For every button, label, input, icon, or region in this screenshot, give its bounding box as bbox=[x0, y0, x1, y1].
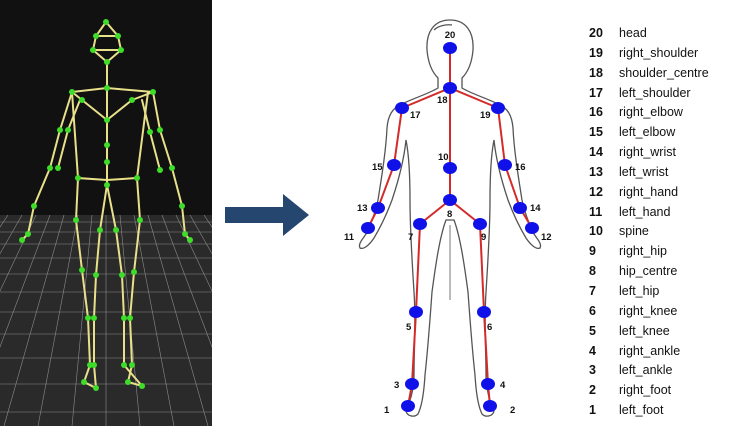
joint-label-9: 9 bbox=[481, 232, 486, 243]
legend-joint-name: right_foot bbox=[619, 381, 671, 401]
legend-joint-name: left_knee bbox=[619, 322, 670, 342]
legend-joint-name: head bbox=[619, 24, 647, 44]
joint-label-19: 19 bbox=[480, 110, 491, 121]
legend-joint-number: 12 bbox=[585, 183, 619, 203]
skeleton-render-panel bbox=[0, 0, 212, 426]
joint-label-13: 13 bbox=[357, 203, 368, 214]
legend-joint-number: 5 bbox=[585, 322, 619, 342]
joint-label-5: 5 bbox=[406, 322, 412, 333]
legend-joint-name: right_wrist bbox=[619, 143, 676, 163]
legend-joint-name: right_elbow bbox=[619, 103, 683, 123]
legend-joint-number: 19 bbox=[585, 44, 619, 64]
legend-joint-name: right_hip bbox=[619, 242, 667, 262]
joint-label-10: 10 bbox=[438, 152, 449, 163]
joint-label-12: 12 bbox=[541, 232, 552, 243]
legend-joint-number: 3 bbox=[585, 361, 619, 381]
legend-joint-name: left_shoulder bbox=[619, 84, 691, 104]
legend-joint-name: right_knee bbox=[619, 302, 677, 322]
legend-joint-name: right_hand bbox=[619, 183, 678, 203]
joint-label-11: 11 bbox=[344, 232, 355, 243]
legend-joint-name: left_ankle bbox=[619, 361, 673, 381]
legend-joint-number: 20 bbox=[585, 24, 619, 44]
joint-label-1: 1 bbox=[384, 405, 390, 416]
legend-joint-number: 9 bbox=[585, 242, 619, 262]
legend-joint-number: 8 bbox=[585, 262, 619, 282]
skeleton-render bbox=[0, 0, 212, 426]
legend-joint-name: left_elbow bbox=[619, 123, 675, 143]
right-arrow-icon bbox=[225, 190, 310, 240]
joint-label-3: 3 bbox=[394, 380, 399, 391]
joint-label-6: 6 bbox=[487, 322, 492, 333]
legend-joint-number: 6 bbox=[585, 302, 619, 322]
body-joint-diagram: 20 19 18 17 16 15 14 13 12 11 10 9 8 7 6… bbox=[330, 0, 570, 426]
legend-joint-name: spine bbox=[619, 222, 649, 242]
legend-joint-name: hip_centre bbox=[619, 262, 677, 282]
legend-joint-name: right_shoulder bbox=[619, 44, 698, 64]
joint-label-7: 7 bbox=[408, 232, 413, 243]
legend-joint-name: left_hip bbox=[619, 282, 659, 302]
legend-joint-name: right_ankle bbox=[619, 342, 680, 362]
joint-label-4: 4 bbox=[500, 380, 506, 391]
legend-joint-number: 11 bbox=[585, 203, 619, 223]
joint-label-14: 14 bbox=[530, 203, 541, 214]
joint-label-2: 2 bbox=[510, 405, 515, 416]
legend-joint-name: shoulder_centre bbox=[619, 64, 709, 84]
joint-label-8: 8 bbox=[447, 209, 452, 220]
legend-joint-number: 2 bbox=[585, 381, 619, 401]
legend-joint-number: 15 bbox=[585, 123, 619, 143]
joint-label-18: 18 bbox=[437, 95, 448, 106]
joint-label-16: 16 bbox=[515, 162, 526, 173]
legend-joint-name: left_hand bbox=[619, 203, 670, 223]
legend-joint-number: 4 bbox=[585, 342, 619, 362]
legend-joint-number: 7 bbox=[585, 282, 619, 302]
legend-joint-name: left_wrist bbox=[619, 163, 668, 183]
joint-label-17: 17 bbox=[410, 110, 421, 121]
legend-joint-number: 17 bbox=[585, 84, 619, 104]
joint-label-20: 20 bbox=[445, 30, 456, 41]
legend-joint-number: 1 bbox=[585, 401, 619, 421]
legend-joint-number: 16 bbox=[585, 103, 619, 123]
legend-joint-name: left_foot bbox=[619, 401, 663, 421]
joint-label-15: 15 bbox=[372, 162, 383, 173]
legend-joint-number: 10 bbox=[585, 222, 619, 242]
legend-joint-number: 18 bbox=[585, 64, 619, 84]
legend-joint-number: 14 bbox=[585, 143, 619, 163]
legend-joint-number: 13 bbox=[585, 163, 619, 183]
